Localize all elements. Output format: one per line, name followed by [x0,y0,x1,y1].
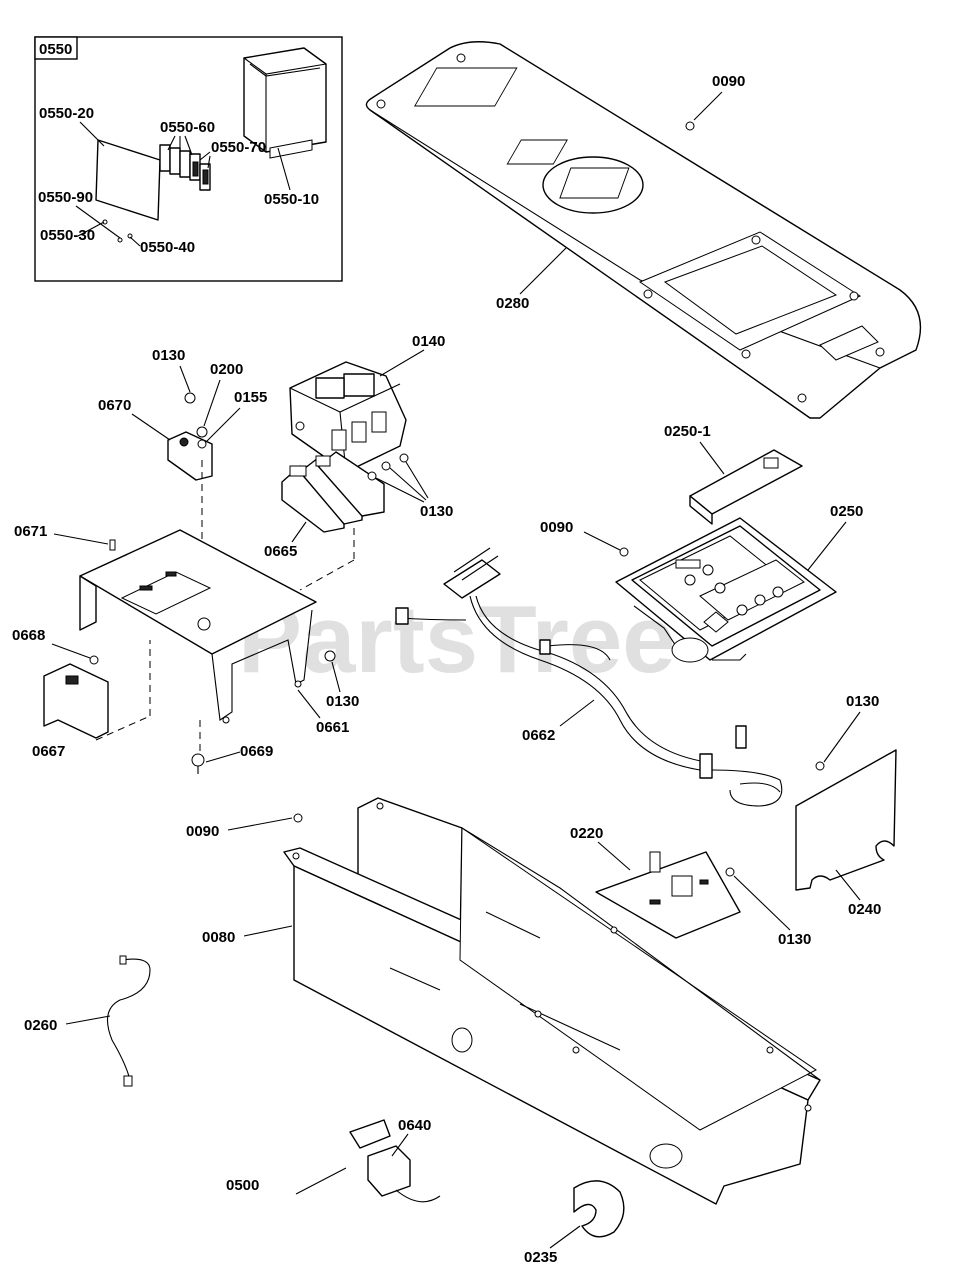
controller-0250 [615,517,837,663]
washer-0155 [197,439,207,449]
label-0671: 0671 [14,523,47,540]
label-0130-b: 0130 [326,693,359,710]
inset-label-0550-40: 0550-40 [140,239,195,256]
label-0080: 0080 [202,929,235,946]
bolt-0669 [191,753,205,767]
solenoid-0640 [349,1119,441,1203]
label-0090-mid: 0090 [540,519,573,536]
breaker-0140 [289,361,407,473]
label-0669: 0669 [240,743,273,760]
label-0665: 0665 [264,543,297,560]
terminal-blocks [159,144,211,191]
sensor-0260 [106,955,151,1087]
inset-label-0550-30: 0550-30 [40,227,95,244]
label-0662: 0662 [522,727,555,744]
lugs-0665 [281,451,385,533]
grommet-0235 [573,1180,625,1238]
inset-box-label: 0550 [39,41,72,58]
inset-label-0550-90: 0550-90 [38,189,93,206]
chassis-0661 [79,529,317,724]
inset-cover-panel [95,139,161,221]
label-0130-c: 0130 [420,503,453,520]
label-0667: 0667 [32,743,65,760]
nut-0200 [196,426,208,438]
inset-label-0550-70: 0550-70 [211,139,266,156]
label-0090-low: 0090 [186,823,219,840]
inset-frame [34,36,343,282]
label-0250: 0250 [830,503,863,520]
board-0220 [595,851,741,939]
inset-label-box [34,36,78,60]
plate-0240 [795,749,897,891]
label-0090-top: 0090 [712,73,745,90]
cover-0250-1 [689,449,803,525]
label-0130-d: 0130 [846,693,879,710]
screw-0130 [184,392,196,404]
label-0500: 0500 [226,1177,259,1194]
label-0640: 0640 [398,1117,431,1134]
enclosure-box [243,47,327,159]
label-0235: 0235 [524,1249,557,1266]
label-0670: 0670 [98,397,131,414]
label-0661: 0661 [316,719,349,736]
inset-label-0550-20: 0550-20 [39,105,94,122]
inset-label-0550-60: 0550-60 [160,119,215,136]
harness-0662 [395,547,783,807]
label-0668: 0668 [12,627,45,644]
bracket-0670 [167,431,213,481]
spring-0500 [295,1167,347,1195]
label-0130-e: 0130 [778,931,811,948]
terminal-cover-0667 [43,663,109,739]
label-0240: 0240 [848,901,881,918]
inset-0550: 0550 0550-20 0550-60 0 [34,36,343,282]
inset-label-0550-10: 0550-10 [264,191,319,208]
label-0280: 0280 [496,295,529,312]
label-0130-a: 0130 [152,347,185,364]
label-0140: 0140 [412,333,445,350]
top-cover-0280 [365,41,922,419]
base-tray-0080 [283,797,821,1205]
label-0220: 0220 [570,825,603,842]
label-0250-1: 0250-1 [664,423,711,440]
label-0260: 0260 [24,1017,57,1034]
label-0155: 0155 [234,389,267,406]
label-0200: 0200 [210,361,243,378]
